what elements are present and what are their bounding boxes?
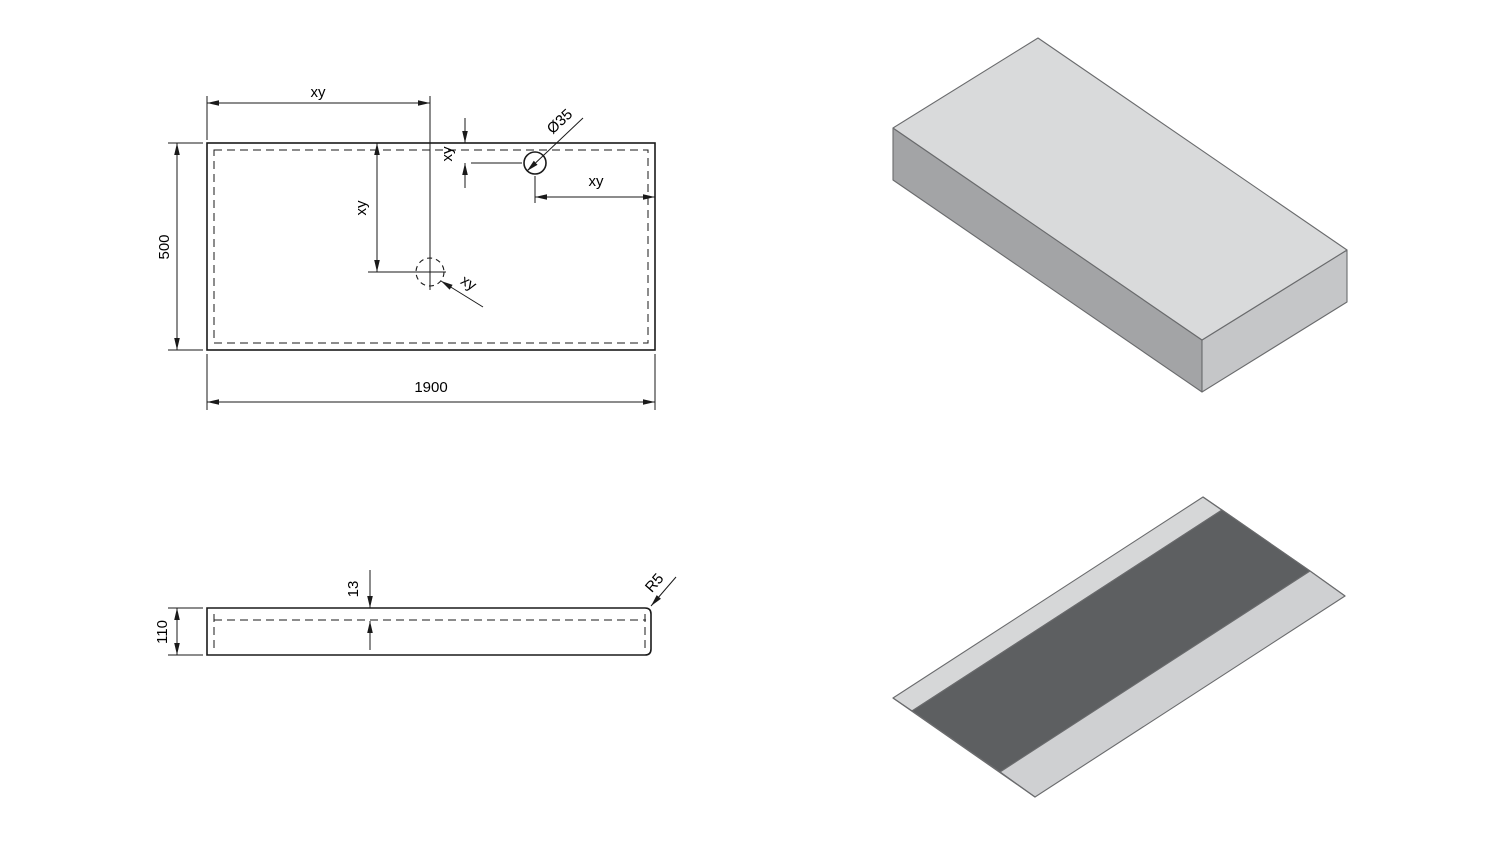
dim-label-xy-leader: xy [458,272,480,295]
leader-hole-diameter: Ø35 [526,106,584,172]
side-view: 110 13 R5 [154,570,677,656]
dim-label-side-height: 110 [154,620,171,644]
dim-height-500: 500 [156,142,203,351]
dim-label-xy-vertical: xy [353,200,370,216]
dim-label-hole-diameter: Ø35 [544,106,576,138]
tray-left-end-face [892,697,1036,798]
dim-xy-right: xy [534,173,655,203]
dim-label-xy-hole-offset: xy [439,146,456,162]
plan-inner-dashed-edge [213,149,649,344]
dim-label-xy-top: xy [311,84,327,101]
leader-optional-hole: xy [440,272,484,308]
slab-top-face [892,37,1348,341]
dim-side-height-110: 110 [154,607,203,656]
iso-view-bottom [892,496,1346,798]
side-outline [206,607,652,656]
dim-label-height: 500 [156,234,173,259]
dim-top-thickness-13: 13 [345,570,373,650]
dim-width-1900: 1900 [206,354,656,410]
plan-outline [206,142,656,351]
iso-view-top [892,37,1348,393]
plan-view: 500 xy xy xy [156,84,656,410]
dim-label-xy-right: xy [589,173,605,190]
dim-label-width: 1900 [414,379,447,396]
leader-corner-radius: R5 [642,570,677,607]
dim-xy-hole-offset: xy [439,118,522,188]
dim-xy-top: xy [206,84,431,290]
dim-xy-vertical: xy [353,143,414,273]
faucet-hole [523,151,547,175]
dim-label-top-thickness: 13 [345,581,362,598]
